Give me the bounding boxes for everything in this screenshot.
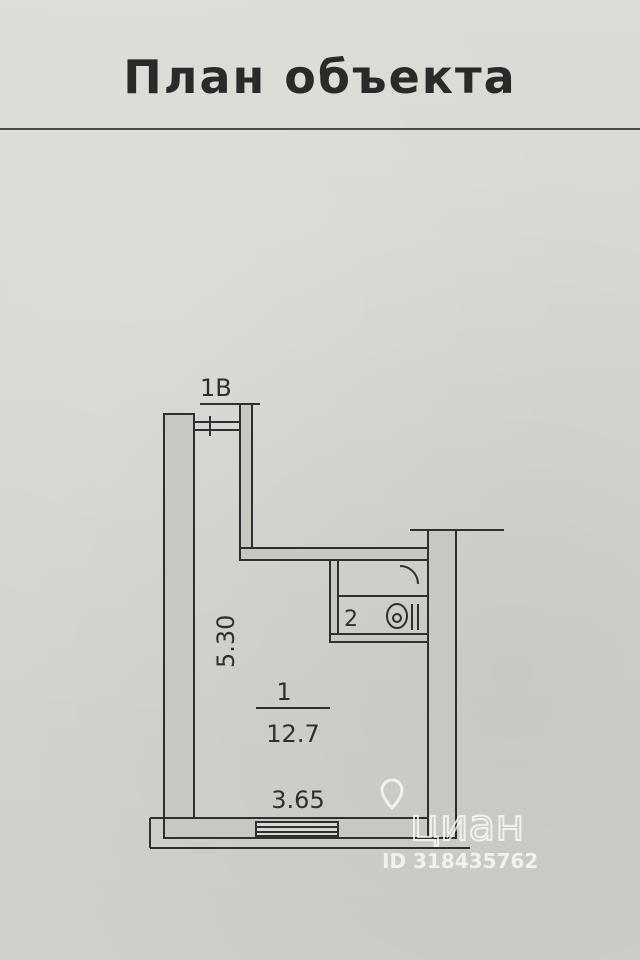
right-wall	[427, 529, 457, 839]
bath-left-wall	[329, 559, 339, 641]
plan-walls	[149, 403, 504, 849]
bath-door-arc	[399, 565, 419, 585]
left-wall	[163, 413, 195, 839]
toilet-symbol	[386, 603, 408, 629]
room-2-number: 2	[344, 607, 358, 632]
top-room-wall	[239, 547, 429, 561]
cian-watermark: циан ID 318435762	[380, 778, 538, 873]
title-divider	[0, 128, 640, 130]
room-1-area: 12.7	[266, 720, 319, 748]
watermark-brand: циан	[410, 800, 524, 851]
page-title: План объекта	[123, 50, 517, 104]
door-label: 1В	[200, 374, 232, 402]
height-dimension: 5.30	[212, 615, 240, 668]
upper-step-wall	[239, 403, 253, 551]
bath-bottom-wall	[329, 633, 429, 643]
location-pin-icon	[380, 778, 404, 811]
toilet-bowl	[392, 613, 402, 623]
room-1-number: 1	[276, 678, 291, 706]
window	[255, 821, 339, 837]
watermark-id: ID 318435762	[382, 849, 538, 873]
plan-labels: 1В 5.30 1 12.7 2 3.65	[200, 374, 358, 814]
width-dimension: 3.65	[271, 786, 324, 814]
